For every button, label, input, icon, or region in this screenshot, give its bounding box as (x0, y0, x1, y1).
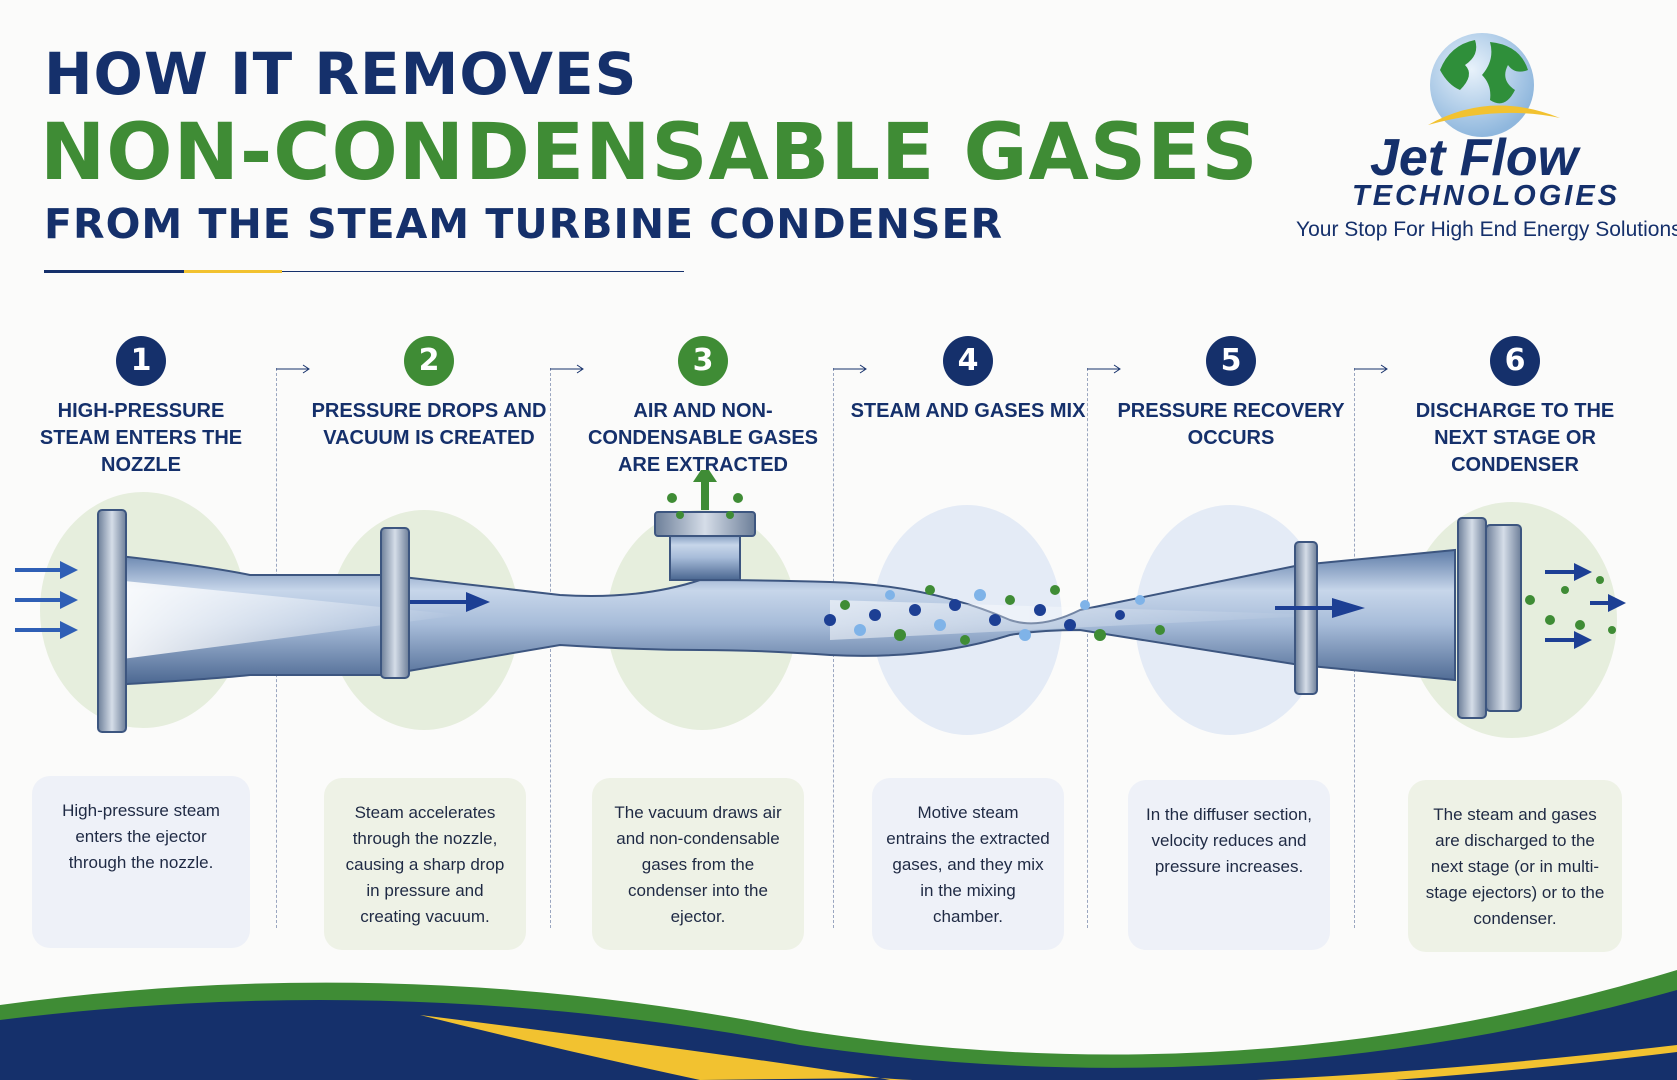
gas-particles (824, 576, 1616, 645)
heading-underline (44, 270, 684, 273)
logo-subtitle: TECHNOLOGIES (1352, 180, 1621, 212)
step-1-number: 1 (116, 336, 166, 386)
step-4-card: Motive steam entrains the extracted gase… (872, 778, 1064, 950)
step-6-description: The steam and gases are discharged to th… (1425, 805, 1605, 928)
step-5-description: In the diffuser section, velocity reduce… (1145, 805, 1312, 876)
step-4-description: Motive steam entrains the extracted gase… (886, 803, 1050, 926)
step-3-description: The vacuum draws air and non-condensable… (614, 803, 782, 926)
footer-wave (0, 970, 1677, 1080)
logo-name: Jet Flow (1370, 129, 1579, 187)
step-3-card: The vacuum draws air and non-condensable… (592, 778, 804, 950)
globe-logo-icon (1428, 33, 1560, 137)
step-4-title: Steam and Gases Mix (850, 400, 1086, 422)
steam-ejector-illustration (15, 470, 1626, 738)
heading-line-2: NON-CONDENSABLE GASES (40, 108, 1259, 198)
step-1-card: High-pressure steam enters the ejector t… (32, 776, 250, 948)
step-5-title: Pressure Recovery Occurs (1117, 400, 1345, 449)
step-1-description: High-pressure steam enters the ejector t… (62, 801, 220, 872)
step-4-number: 4 (943, 336, 993, 386)
step-3-number: 3 (678, 336, 728, 386)
step-3-title: Air and Non-Condensable Gases Are Extrac… (587, 400, 819, 476)
logo-tagline: Your Stop For High End Energy Solutions (1296, 218, 1677, 241)
step-6-number: 6 (1490, 336, 1540, 386)
step-5-card: In the diffuser section, velocity reduce… (1128, 780, 1330, 950)
step-2-number: 2 (404, 336, 454, 386)
step-arrows (276, 364, 1388, 374)
step-1-title: High-Pressure Steam Enters the Nozzle (39, 400, 243, 476)
step-6-title: Discharge to the Next Stage or Condenser (1415, 400, 1615, 476)
step-2-description: Steam accelerates through the nozzle, ca… (345, 803, 505, 926)
step-2-card: Steam accelerates through the nozzle, ca… (324, 778, 526, 950)
step-divider (1087, 368, 1088, 928)
heading-line-1: HOW IT REMOVES (44, 40, 638, 108)
heading-line-3: FROM THE STEAM TURBINE CONDENSER (44, 200, 1004, 248)
step-6-card: The steam and gases are discharged to th… (1408, 780, 1622, 952)
step-divider (550, 368, 551, 928)
step-5-number: 5 (1206, 336, 1256, 386)
step-2-title: Pressure Drops and Vacuum Is Created (311, 400, 547, 449)
